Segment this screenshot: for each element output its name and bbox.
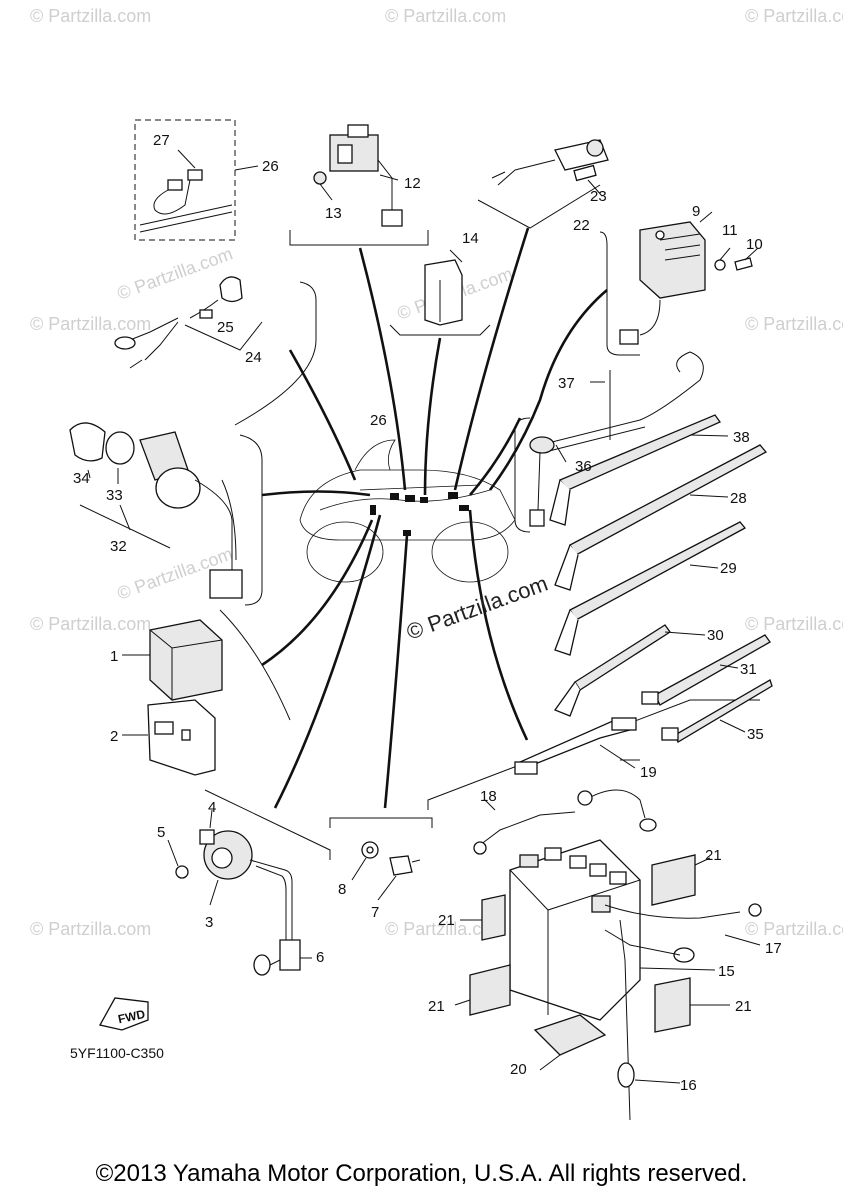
callout-23: 23: [590, 188, 607, 205]
cdi-unit-9: [619, 211, 759, 345]
callout-27: 27: [153, 132, 170, 149]
watermark: © Partzilla.com: [385, 6, 506, 26]
callout-17: 17: [765, 940, 782, 957]
cable-ties: [549, 414, 773, 743]
watermark: © Partzilla.com: [745, 614, 843, 634]
callout-5: 5: [157, 824, 165, 841]
callout-35: 35: [747, 726, 764, 743]
watermark: © Partzilla.com: [115, 243, 236, 303]
callout-labels: 1 2 3 4 5 6 7 8 9 10 11 12 13 14 15 16 1…: [73, 132, 782, 1094]
callout-2: 2: [110, 728, 118, 745]
pads-21: [454, 854, 730, 1071]
callout-1: 1: [110, 648, 118, 665]
callout-28: 28: [730, 490, 747, 507]
callout-7: 7: [371, 904, 379, 921]
horn-3: [167, 809, 312, 976]
fwd-arrow-icon: FWD: [99, 997, 149, 1031]
callout-36: 36: [575, 458, 592, 475]
callout-8: 8: [338, 881, 346, 898]
fwd-label: FWD: [117, 1007, 147, 1026]
callout-12: 12: [404, 175, 421, 192]
callout-37: 37: [558, 375, 575, 392]
callout-29: 29: [720, 560, 737, 577]
callout-3: 3: [205, 914, 213, 931]
callout-32: 32: [110, 538, 127, 555]
battery-band-19: [514, 717, 637, 775]
watermark: © Partzilla.com: [30, 614, 151, 634]
atv-silhouette: [299, 439, 516, 583]
connector-27: [139, 149, 259, 233]
callout-26-top: 26: [262, 158, 279, 175]
callout-21-bottom-left: 21: [428, 998, 445, 1015]
leader-lines: [261, 227, 608, 809]
callout-11: 11: [722, 222, 738, 239]
sensor-36: [529, 351, 704, 527]
callout-15: 15: [718, 963, 735, 980]
callout-38: 38: [733, 429, 750, 446]
cover-14: [424, 249, 463, 326]
callout-33: 33: [106, 487, 123, 504]
callout-26-center: 26: [370, 412, 387, 429]
callout-19: 19: [640, 764, 657, 781]
callout-16: 16: [680, 1077, 697, 1094]
watermark: © Partzilla.com: [745, 919, 843, 939]
rectifier-1: [122, 619, 223, 701]
watermark: © Partzilla.com: [30, 919, 151, 939]
starter-relay-12: [313, 124, 403, 227]
watermark: © Partzilla.com: [30, 6, 151, 26]
callout-25: 25: [217, 319, 234, 336]
callout-9: 9: [692, 203, 700, 220]
watermark: © Partzilla.com: [745, 6, 843, 26]
main-switch-32: [69, 422, 243, 599]
callout-24: 24: [245, 349, 262, 366]
watermark: © Partzilla.com: [385, 919, 506, 939]
callout-10: 10: [746, 236, 763, 253]
callout-30: 30: [707, 627, 724, 644]
callout-14: 14: [462, 230, 479, 247]
watermark: © Partzilla.com: [30, 314, 151, 334]
callout-13: 13: [325, 205, 342, 222]
callout-4: 4: [208, 799, 216, 816]
callout-34: 34: [73, 470, 90, 487]
callout-31: 31: [740, 661, 757, 678]
callout-22: 22: [573, 217, 590, 234]
diagram-code: 5YF1100-C350: [70, 1045, 164, 1061]
group-brackets: [134, 119, 760, 860]
battery: [473, 759, 762, 1121]
callout-21-top: 21: [705, 847, 722, 864]
wire-24: [114, 276, 263, 369]
callout-6: 6: [316, 949, 324, 966]
callout-21-left: 21: [438, 912, 455, 929]
copyright-notice: ©2013 Yamaha Motor Corporation, U.S.A. A…: [95, 1160, 748, 1187]
holder-2: [122, 699, 216, 776]
sensor-22: [491, 139, 609, 197]
callout-18: 18: [480, 788, 497, 805]
callout-20: 20: [510, 1061, 527, 1078]
switch-7: [351, 841, 421, 901]
callout-21-bottom-right: 21: [735, 998, 752, 1015]
watermark: © Partzilla.com: [745, 314, 843, 334]
